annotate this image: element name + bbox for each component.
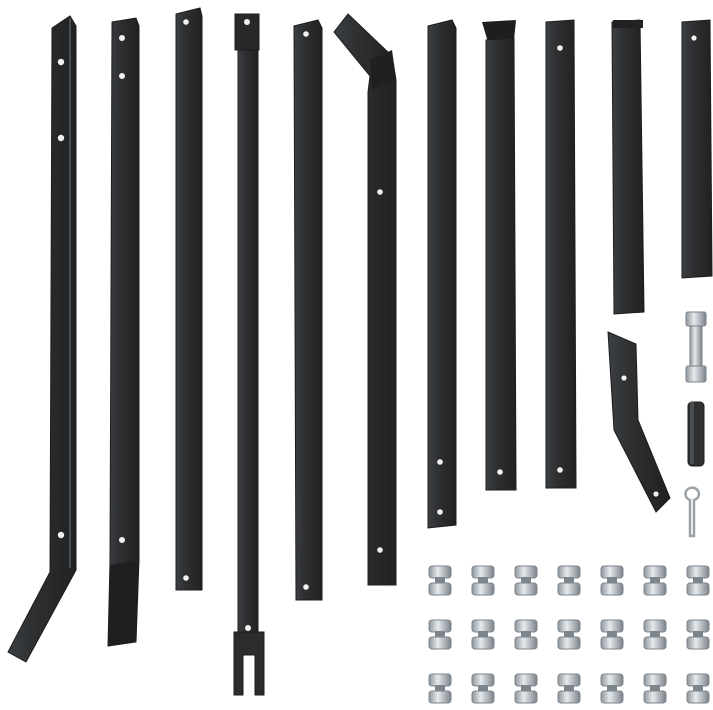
bar-11-square-tube [681, 19, 713, 279]
bar-9-hole-1 [557, 45, 563, 51]
fastener-r2-c3 [514, 619, 538, 650]
bar-2-hole-1 [119, 35, 125, 41]
bar-5-hole-2 [303, 584, 309, 590]
fastener-r1-c1 [428, 565, 452, 596]
bar-1-hole-1 [57, 58, 65, 66]
bar-8-capped [482, 20, 517, 491]
bar-3-hole-1 [183, 19, 189, 25]
bar-4-top-hole [244, 19, 250, 25]
fastener-r1-c2 [471, 565, 495, 596]
fastener-r2-c6 [643, 619, 667, 650]
bar-2-hole-3 [119, 537, 125, 543]
bracket-hole-2 [653, 491, 659, 497]
fastener-r2-c1 [428, 619, 452, 650]
fastener-r1-c3 [514, 565, 538, 596]
bar-5-straight [293, 19, 323, 601]
fastener-r1-c4 [557, 565, 581, 596]
fastener-r3-c2 [471, 673, 495, 704]
bar-1-angled-leg [7, 15, 77, 663]
bar-2-hole-2 [119, 73, 125, 79]
bar-11-hole-1 [691, 35, 697, 41]
fastener-r2-c7 [686, 619, 710, 650]
bracket-hole-1 [621, 375, 627, 381]
bar-1-hole-3 [57, 531, 65, 539]
bolt-with-nut [685, 311, 707, 383]
fastener-r1-c5 [600, 565, 624, 596]
fastener-r3-c1 [428, 673, 452, 704]
fastener-r2-c4 [557, 619, 581, 650]
fastener-r3-c7 [686, 673, 710, 704]
bar-4-center-clevis [233, 13, 265, 696]
bar-9-straight [545, 19, 577, 489]
bar-5-hole-1 [303, 31, 309, 37]
bar-7-hole-1 [437, 459, 443, 465]
fastener-r3-c3 [514, 673, 538, 704]
fastener-r1-c7 [686, 565, 710, 596]
fastener-r3-c6 [643, 673, 667, 704]
bar-8-hole-1 [497, 469, 503, 475]
bar-3-hole-2 [183, 575, 189, 581]
cotter-pin [684, 486, 701, 538]
fastener-r3-c5 [600, 673, 624, 704]
hitch-pin [687, 401, 705, 467]
bar-1-hole-2 [57, 134, 65, 142]
bar-6-hole-2 [377, 547, 383, 553]
fastener-r2-c5 [600, 619, 624, 650]
bar-4-hole-bottom [245, 625, 251, 631]
bar-9-hole-2 [557, 467, 563, 473]
bar-3-straight [175, 7, 203, 591]
bar-7-hole-2 [437, 509, 443, 515]
bar-6-bent-top [333, 13, 397, 586]
bar-6-hole-1 [377, 189, 383, 195]
fastener-r2-c2 [471, 619, 495, 650]
fastener-r3-c4 [557, 673, 581, 704]
fastener-grid [428, 565, 710, 704]
fastener-r1-c6 [643, 565, 667, 596]
bar-7-straight [427, 19, 457, 529]
bar-10-square-tube [611, 19, 645, 315]
bar-2-flared-leg [107, 17, 140, 647]
short-angled-bracket [607, 331, 671, 513]
